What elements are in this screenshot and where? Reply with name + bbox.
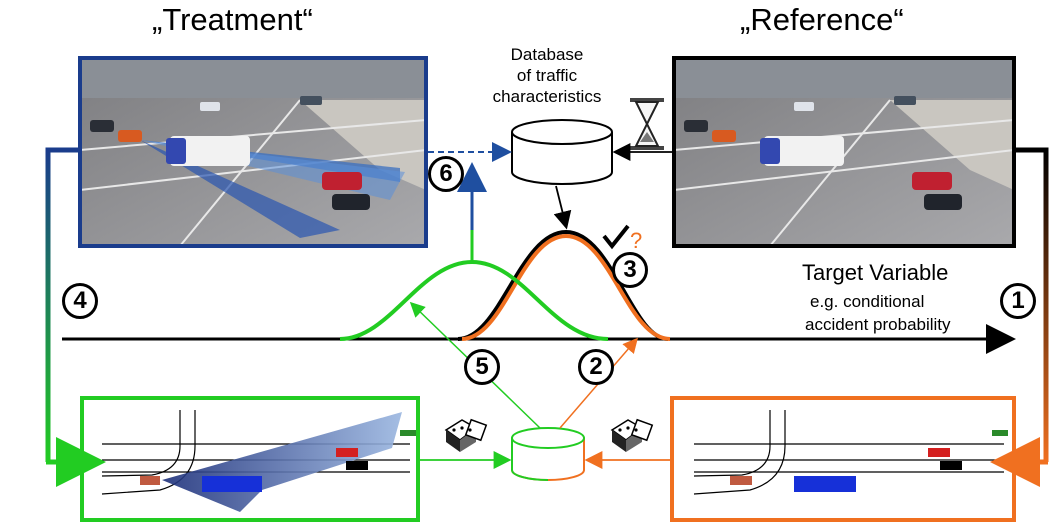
check-question-icon: ? [602, 224, 642, 253]
treatment-simulation-scene [101, 410, 416, 512]
target-variable-label: Target Variable [802, 260, 949, 285]
reference-title: „Reference“ [740, 2, 904, 37]
step-1-marker: 1 [1000, 283, 1036, 319]
hourglass-icon [630, 98, 664, 150]
reference-simulation-scene [693, 410, 1008, 495]
treatment-feed-line [45, 147, 80, 462]
reference-simulation-box [670, 396, 1016, 522]
target-example-line2: accident probability [805, 315, 951, 334]
reference-photo [673, 58, 1015, 247]
reference-distribution-orange [461, 233, 671, 341]
step-5-marker: 5 [464, 349, 500, 385]
database-icon [511, 119, 613, 185]
target-example-line1: e.g. conditional [810, 292, 925, 311]
treatment-distribution [339, 259, 609, 341]
step-6-marker: 6 [428, 156, 464, 192]
dice-icon [444, 418, 488, 452]
step-3-marker: 3 [612, 252, 648, 288]
svg-text:?: ? [630, 228, 642, 253]
database-to-distribution-arrow [553, 185, 572, 230]
database-label: Database of traffic characteristics [492, 45, 602, 106]
treatment-title: „Treatment“ [152, 2, 313, 37]
treatment-photo [79, 58, 427, 247]
simulation-database-icon [511, 427, 585, 481]
step-2-marker: 2 [578, 349, 614, 385]
dice-icon [610, 418, 654, 452]
reference-feed-line [1014, 147, 1049, 462]
step-4-marker: 4 [62, 283, 98, 319]
